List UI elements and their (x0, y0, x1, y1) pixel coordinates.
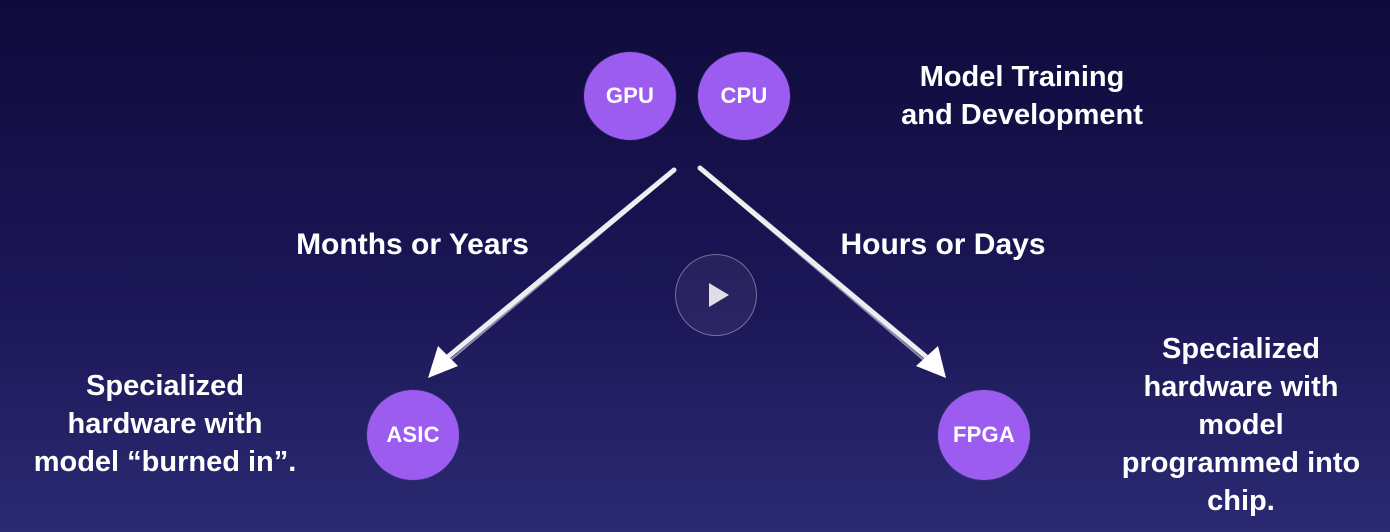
play-icon (709, 283, 729, 307)
fpga-description: Specialized hardware with model programm… (1096, 330, 1386, 520)
fpga-label: FPGA (953, 422, 1015, 447)
arrow-to-asic (428, 167, 677, 378)
training-heading-line: and Development (901, 99, 1143, 131)
fpga-description-line: hardware with (1143, 371, 1339, 403)
training-heading: Model Training and Development (872, 58, 1172, 134)
fpga-description-line: chip. (1207, 485, 1275, 517)
asic-node: ASIC (367, 390, 459, 480)
gpu-node: GPU (584, 52, 676, 140)
asic-description: Specialized hardware with model “burned … (10, 367, 320, 481)
asic-description-line: hardware with (67, 408, 263, 440)
asic-label: ASIC (386, 422, 440, 447)
months-or-years-label: Months or Years (296, 228, 529, 261)
training-heading-line: Model Training (919, 61, 1125, 93)
fpga-node: FPGA (938, 390, 1030, 480)
fpga-description-line: programmed into (1121, 447, 1361, 479)
cpu-node: CPU (698, 52, 790, 140)
hours-or-days-label: Hours or Days (840, 228, 1046, 261)
play-button[interactable] (675, 254, 757, 336)
cpu-label: CPU (720, 83, 768, 108)
arrow-to-fpga (697, 165, 946, 378)
fpga-description-line: model (1198, 409, 1284, 441)
gpu-label: GPU (605, 83, 655, 108)
asic-description-line: Specialized (86, 370, 244, 402)
asic-description-line: model “burned in”. (33, 446, 297, 478)
fpga-description-line: Specialized (1162, 333, 1320, 365)
